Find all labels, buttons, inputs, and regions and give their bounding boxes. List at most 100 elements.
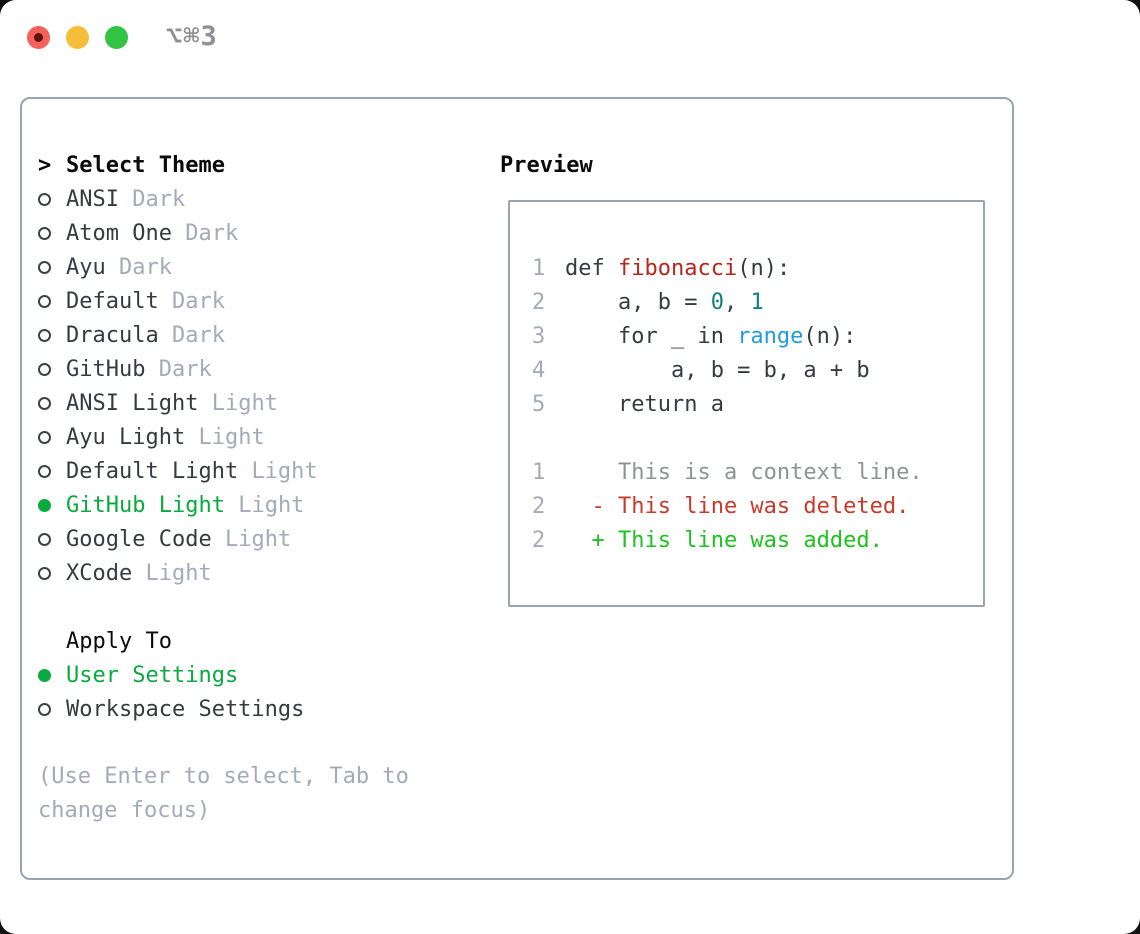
line-content: a, b = 0, 1 [565, 289, 764, 315]
radio-cell [38, 532, 66, 546]
radio-cell [38, 192, 66, 206]
close-button[interactable] [27, 26, 50, 49]
apply-to-option[interactable]: Workspace Settings [38, 692, 430, 726]
option-variant: Light [224, 526, 292, 552]
option-variant: Light [211, 390, 278, 416]
theme-option[interactable]: ANSI Light Light [38, 386, 430, 420]
radio-icon [38, 464, 51, 478]
radio-cell [38, 226, 66, 240]
theme-option[interactable]: Google Code Light [38, 522, 430, 556]
preview-gap [532, 421, 983, 455]
line-number: 3 [532, 323, 546, 349]
preview-title: Preview [500, 152, 593, 178]
option-label: ANSI Light Light [66, 390, 278, 416]
radio-icon [38, 396, 51, 410]
line-content: a, b = b, a + b [565, 357, 870, 383]
option-variant: Dark [119, 254, 172, 280]
line-number: 1 [532, 459, 546, 485]
line-number: 5 [532, 391, 546, 417]
theme-option[interactable]: Default Light Light [38, 454, 430, 488]
minimize-button[interactable] [66, 26, 89, 49]
apply-to-option[interactable]: User Settings [38, 658, 430, 692]
radio-icon [38, 532, 51, 546]
option-label: GitHub Light Light [66, 492, 305, 518]
line-content: This is a context line. [565, 459, 923, 485]
radio-cell [38, 464, 66, 478]
diff-line: 2 - This line was deleted. [532, 489, 983, 523]
option-variant: Light [145, 560, 212, 586]
apply-to-title: Apply To [66, 628, 172, 654]
radio-cell [38, 294, 66, 308]
radio-cell [38, 498, 66, 512]
option-variant: Light [251, 458, 318, 484]
radio-cell [38, 668, 66, 682]
line-content: - This line was deleted. [565, 493, 910, 519]
code-line: 3 for _ in range(n): [532, 319, 983, 353]
option-label: Workspace Settings [66, 696, 305, 722]
radio-cell [38, 328, 66, 342]
option-label: Dracula Dark [66, 322, 225, 348]
diff-line: 1 This is a context line. [532, 455, 983, 489]
option-label: Ayu Light Light [66, 424, 265, 450]
code-line: 2 a, b = 0, 1 [532, 285, 983, 319]
radio-cell [38, 260, 66, 274]
option-label: ANSI Dark [66, 186, 186, 212]
selection-cursor: > [38, 152, 52, 178]
option-label: User Settings [66, 662, 239, 688]
option-variant: Dark [171, 322, 225, 348]
line-content: for _ in range(n): [565, 323, 857, 349]
line-number: 2 [532, 493, 546, 519]
theme-option[interactable]: GitHub Dark [38, 352, 430, 386]
window-shortcut-label: ⌥⌘3 [166, 21, 218, 52]
option-label: GitHub Dark [66, 356, 212, 382]
radio-cell [38, 362, 66, 376]
option-label: Default Dark [66, 288, 225, 314]
radio-icon [38, 702, 51, 716]
option-label: Ayu Dark [66, 254, 172, 280]
radio-icon [38, 192, 51, 206]
line-content: + This line was added. [565, 527, 883, 553]
option-label: Default Light Light [66, 458, 318, 484]
option-variant: Dark [158, 356, 212, 382]
option-variant: Dark [132, 186, 186, 212]
radio-icon [38, 362, 51, 376]
diff-line: 2 + This line was added. [532, 523, 983, 557]
theme-option[interactable]: GitHub Light Light [38, 488, 430, 522]
theme-option[interactable]: Dracula Dark [38, 318, 430, 352]
theme-option[interactable]: ANSI Dark [38, 182, 430, 216]
line-number: 2 [532, 289, 546, 315]
radio-selected-icon [38, 668, 51, 682]
theme-option[interactable]: XCode Light [38, 556, 430, 590]
theme-option[interactable]: Atom One Dark [38, 216, 430, 250]
theme-list-header: > Select Theme [38, 148, 430, 182]
theme-option[interactable]: Ayu Dark [38, 250, 430, 284]
zoom-button[interactable] [105, 26, 128, 49]
option-label: Google Code Light [66, 526, 292, 552]
option-variant: Dark [171, 288, 225, 314]
option-label: Atom One Dark [66, 220, 239, 246]
radio-icon [38, 430, 51, 444]
radio-cell [38, 566, 66, 580]
theme-list-title: Select Theme [66, 152, 225, 178]
diff-preview: 1 This is a context line.2 - This line w… [532, 455, 983, 557]
radio-cell [38, 702, 66, 716]
code-line: 4 a, b = b, a + b [532, 353, 983, 387]
option-variant: Dark [185, 220, 239, 246]
line-number: 1 [532, 255, 546, 281]
radio-cell [38, 396, 66, 410]
radio-icon [38, 260, 51, 274]
radio-selected-icon [38, 498, 51, 512]
apply-to-header-row: Apply To [38, 624, 430, 658]
section-gap [38, 590, 430, 624]
line-content: return a [565, 391, 724, 417]
theme-option[interactable]: Ayu Light Light [38, 420, 430, 454]
theme-option[interactable]: Default Dark [38, 284, 430, 318]
